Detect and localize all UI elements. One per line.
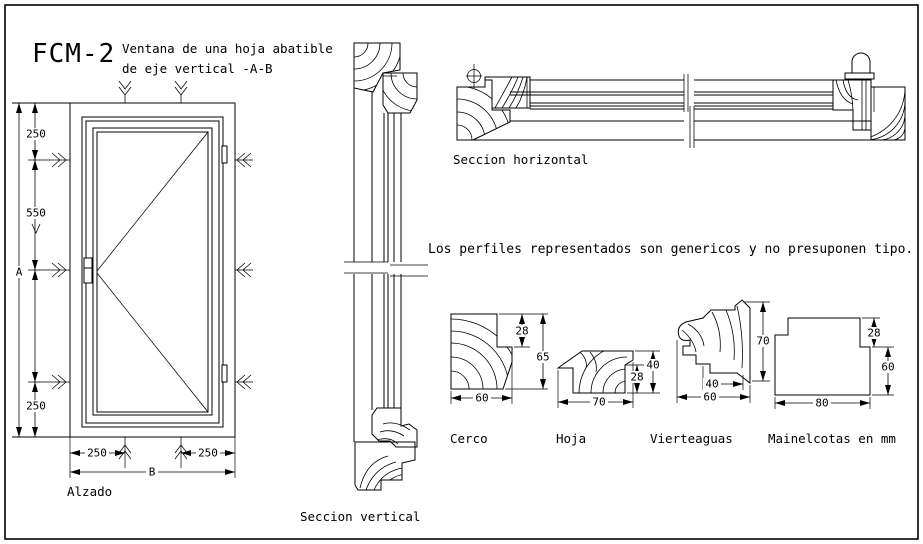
wood-grain	[376, 422, 411, 445]
wood-grain	[871, 87, 905, 140]
hinge-bottom	[221, 364, 228, 383]
profile-hoja: 28 40 70 Hoja	[556, 350, 662, 446]
dim-vierteaguas-60: 60	[703, 391, 716, 404]
wood-grain	[354, 43, 400, 92]
break-symbol	[683, 74, 695, 148]
wood-grain	[451, 318, 512, 389]
hinge-top	[221, 145, 228, 164]
window-handle	[83, 257, 93, 284]
dim-label-250-bottom: 250	[26, 400, 46, 413]
wood-grain	[835, 80, 867, 130]
dim-cerco-60: 60	[475, 392, 488, 405]
dim-mainel-80: 80	[815, 397, 828, 410]
dim-mainel-28: 28	[867, 327, 880, 340]
dim-label-550: 550	[26, 207, 46, 220]
profile-label-cerco: Cerco	[450, 431, 488, 446]
drawing-title-line2: de eje vertical -A-B	[122, 61, 273, 76]
profile-label-vierteaguas: Vierteaguas	[650, 431, 733, 446]
dim-label-A: A	[16, 266, 23, 279]
profile-vierteaguas: 70 40 60 Vierteaguas	[650, 299, 772, 446]
view-label-seccion-vertical: Seccion vertical	[300, 509, 420, 524]
dim-vierteaguas-40: 40	[705, 378, 718, 391]
dim-vierteaguas-70: 70	[756, 335, 769, 348]
vertical-section-view: Seccion vertical	[300, 42, 428, 524]
dim-hoja-70: 70	[592, 396, 605, 409]
mainel-name: Mainel	[768, 431, 813, 446]
drawing-code: FCM-2	[32, 39, 115, 69]
view-label-seccion-horizontal: Seccion horizontal	[453, 152, 588, 167]
hinge-axis-icon	[466, 64, 482, 88]
dim-label-250-top: 250	[26, 128, 46, 141]
profile-mainel: 28 60 80 Mainelcotas en mm	[768, 317, 897, 446]
dim-cerco-65: 65	[536, 351, 549, 364]
title-block: FCM-2 Ventana de una hoja abatible de ej…	[32, 39, 333, 76]
wood-grain	[578, 351, 628, 393]
dim-label-B: B	[149, 466, 156, 479]
profile-label-hoja: Hoja	[556, 431, 586, 446]
units-note: cotas en mm	[813, 431, 896, 446]
drawing-title-line1: Ventana de una hoja abatible	[122, 41, 333, 56]
profiles-row: 28 65 60 Cerco 28 40 70 Hoja	[450, 299, 897, 446]
profile-cerco: 28 65 60 Cerco	[450, 313, 552, 446]
elevation-dimensions: 250 550 A 250 250 250 B	[13, 103, 236, 479]
dim-cerco-28: 28	[515, 325, 528, 338]
dim-mainel-60: 60	[881, 361, 894, 374]
dim-label-250-br: 250	[198, 447, 218, 460]
wood-grain	[681, 305, 743, 369]
horizontal-section-view: Seccion horizontal	[453, 52, 906, 167]
profile-label-mainel: Mainelcotas en mm	[768, 431, 896, 446]
elevation-view: 250 550 A 250 250 250 B Alzado	[12, 80, 253, 499]
view-label-alzado: Alzado	[67, 484, 112, 499]
opening-direction-lines	[96, 131, 209, 413]
handle-knob	[844, 52, 875, 80]
dim-hoja-28: 28	[630, 371, 643, 384]
wood-grain	[383, 73, 417, 112]
break-symbol	[344, 261, 428, 277]
wood-grain	[359, 455, 409, 490]
page-border	[4, 4, 919, 540]
dim-label-250-bl: 250	[87, 447, 107, 460]
dim-hoja-40: 40	[646, 359, 659, 372]
generic-profiles-note: Los perfiles representados son genericos…	[428, 242, 913, 257]
